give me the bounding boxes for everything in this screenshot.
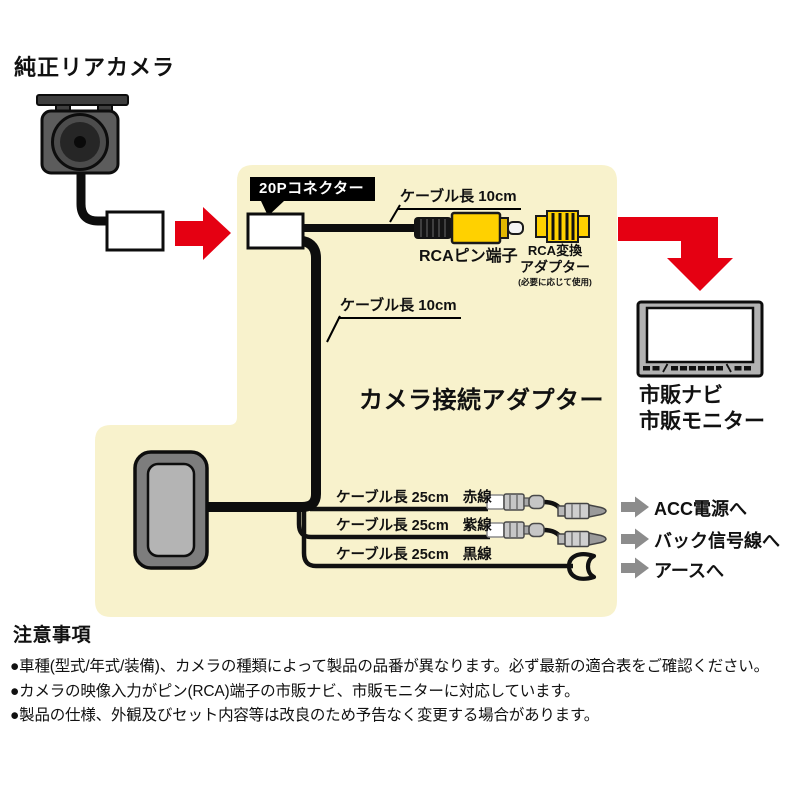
wire-color-label: 黒線 [462, 547, 492, 563]
leader-line-top [389, 204, 401, 223]
dest-label-ground: アースへ [654, 561, 725, 581]
notes-heading: 注意事項 [13, 625, 92, 646]
rca-adapter-icon [535, 210, 590, 243]
adapter-unit-icon [133, 450, 209, 570]
adapter-20p-connector-box [246, 212, 305, 250]
monitor-icon [636, 300, 764, 378]
wire-length-label: ケーブル長 25cm [336, 547, 449, 563]
dest-label-acc-power: ACC電源へ [654, 499, 747, 519]
dest-label-reverse-signal: バック信号線へ [654, 531, 780, 551]
connector-20p-label: 20Pコネクター [250, 177, 375, 201]
red-elbow-arrow-icon [618, 217, 733, 291]
rca-adapter-usage-note: (必要に応じて使用) [518, 277, 592, 287]
monitor-label-line1: 市販ナビ [639, 384, 723, 407]
camera-connector-box [105, 210, 165, 252]
wire-color-label: 紫線 [462, 518, 492, 534]
camera-adapter-title: カメラ接続アダプター [359, 387, 604, 414]
edge-connector-icon [557, 502, 607, 520]
label-pointer-triangle [261, 201, 284, 216]
dest-arrow-icon [621, 557, 649, 579]
rca-adapter-label-line2: アダプター [520, 259, 590, 275]
note-item: ●製品の仕様、外観及びセット内容等は改良のため予告なく変更する場合があります。 [10, 707, 600, 724]
main-cable-vertical [205, 236, 321, 512]
monitor-label: 市販ナビ 市販モニター [639, 383, 765, 435]
wire-label-purple: ケーブル長 25cm 紫線 [336, 514, 492, 535]
rear-camera-icon [36, 94, 129, 226]
note-item: ●カメラの映像入力がピン(RCA)端子の市販ナビ、市販モニターに対応しています。 [10, 683, 580, 700]
dest-arrow-icon [621, 528, 649, 550]
ground-fork-terminal-icon [566, 552, 597, 581]
monitor-label-line2: 市販モニター [639, 410, 765, 433]
wire-label-black: ケーブル長 25cm 黒線 [336, 543, 492, 564]
wire-color-label: 赤線 [462, 490, 492, 506]
leader-line-mid [326, 315, 341, 343]
wire-label-red: ケーブル長 25cm 赤線 [336, 486, 492, 507]
cable-length-10cm-label-mid: ケーブル長 10cm [338, 294, 461, 319]
wire-black [301, 508, 573, 569]
wire-length-label: ケーブル長 25cm [336, 490, 449, 506]
rca-adapter-label: RCA変換 アダプター (必要に応じて使用) [513, 243, 597, 288]
page-title: 純正リアカメラ [14, 55, 176, 80]
edge-connector-icon [557, 530, 607, 548]
bullet-connector-icon [486, 493, 545, 511]
red-arrow-right-icon [175, 207, 231, 260]
rca-plug-icon [414, 211, 524, 245]
note-item: ●車種(型式/年式/装備)、カメラの種類によって製品の品番が異なります。必ず最新… [10, 658, 769, 675]
dest-arrow-icon [621, 496, 649, 518]
bullet-connector-icon [486, 521, 545, 539]
rca-pin-terminal-label: RCAピン端子 [419, 248, 518, 265]
rca-adapter-label-line1: RCA変換 [527, 243, 583, 258]
wire-length-label: ケーブル長 25cm [336, 518, 449, 534]
cable-length-10cm-label-top: ケーブル長 10cm [398, 185, 521, 210]
